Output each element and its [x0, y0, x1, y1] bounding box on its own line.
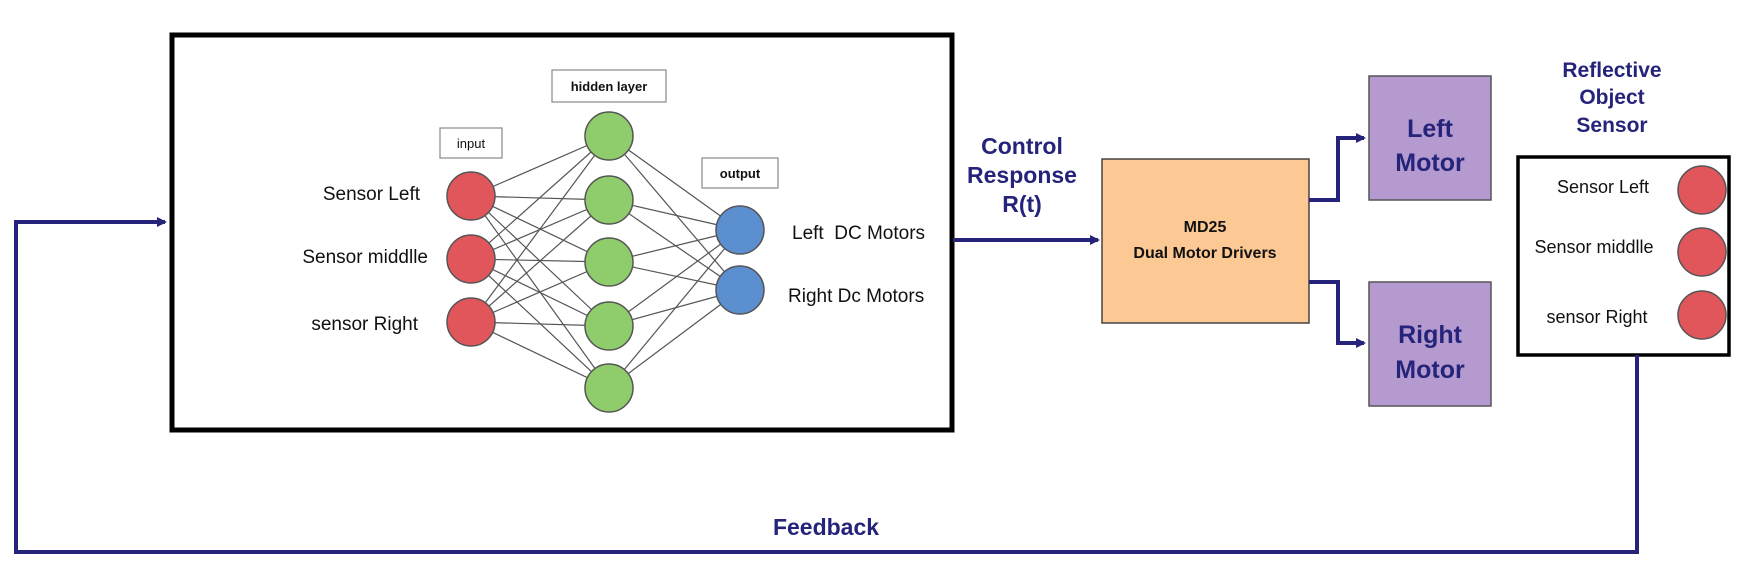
hidden-tag: hidden layer [571, 79, 648, 94]
input-node-2 [446, 234, 496, 284]
hidden-node-4 [584, 301, 634, 351]
reflective-title-line1: Reflective [1562, 59, 1661, 82]
input-tag-box [439, 127, 503, 159]
input-label-sensor-right: sensor Right [311, 314, 418, 335]
reflective-title-line3: Sensor [1576, 114, 1647, 137]
left-motor-line2: Motor [1395, 149, 1465, 177]
right-motor-line1: Right [1398, 321, 1463, 349]
wire-hidden-output-5-2 [608, 289, 741, 389]
reflective-sensor-middle-label: Sensor middlle [1534, 237, 1653, 257]
output-tag: output [720, 166, 761, 181]
input-label-sensor-middle: Sensor middlle [302, 247, 428, 268]
output-label-left-motors: Left DC Motors [792, 223, 925, 244]
arrow-driver-to-right-motor [1309, 280, 1366, 348]
right-motor-line2: Motor [1395, 356, 1465, 384]
left-motor-box [1368, 75, 1492, 201]
reflective-sensor-middle-node [1677, 227, 1727, 277]
wire-hidden-output-1-1 [608, 135, 741, 231]
motor-driver-box [1101, 158, 1310, 324]
reflective-sensor-left-label: Sensor Left [1557, 177, 1649, 197]
feedback-label: Feedback [773, 514, 879, 540]
hidden-node-1 [584, 111, 634, 161]
output-tag-box [701, 157, 779, 189]
wire-input-hidden-3-1 [470, 135, 610, 323]
feedback-loop-line [14, 217, 1639, 554]
hidden-node-3 [584, 237, 634, 287]
output-label-right-motors: Right Dc Motors [788, 286, 924, 307]
reflective-sensor-right-node [1677, 290, 1727, 340]
wire-input-hidden-3-2 [470, 199, 610, 323]
hidden-node-2 [584, 175, 634, 225]
wire-hidden-output-2-2 [608, 199, 741, 291]
reflective-sensor-right-label: sensor Right [1546, 307, 1647, 327]
wire-input-hidden-1-1 [470, 135, 610, 197]
wire-input-hidden-2-1 [470, 135, 610, 260]
wire-hidden-output-1-2 [608, 135, 741, 291]
wire-hidden-output-5-1 [608, 229, 741, 389]
input-node-1 [446, 171, 496, 221]
left-motor-line1: Left [1407, 115, 1454, 143]
input-tag: input [457, 136, 486, 151]
control-response-line2: Response [967, 162, 1077, 188]
wire-input-hidden-3-3 [470, 261, 610, 323]
output-node-2 [715, 265, 765, 315]
reflective-title-line2: Object [1579, 86, 1644, 109]
wire-input-hidden-3-5 [470, 321, 610, 389]
wire-hidden-output-4-1 [608, 229, 741, 327]
control-response-line1: Control [981, 133, 1063, 159]
output-node-1 [715, 205, 765, 255]
input-label-sensor-left: Sensor Left [323, 184, 421, 205]
control-response-line3: R(t) [1002, 191, 1042, 217]
hidden-node-5 [584, 363, 634, 413]
right-motor-box [1368, 281, 1492, 407]
hidden-tag-box [551, 69, 667, 103]
driver-description: Dual Motor Drivers [1133, 245, 1276, 262]
arrow-driver-to-left-motor [1309, 133, 1366, 202]
input-node-3 [446, 297, 496, 347]
reflective-sensor-left-node [1677, 165, 1727, 215]
driver-model: MD25 [1184, 219, 1227, 236]
